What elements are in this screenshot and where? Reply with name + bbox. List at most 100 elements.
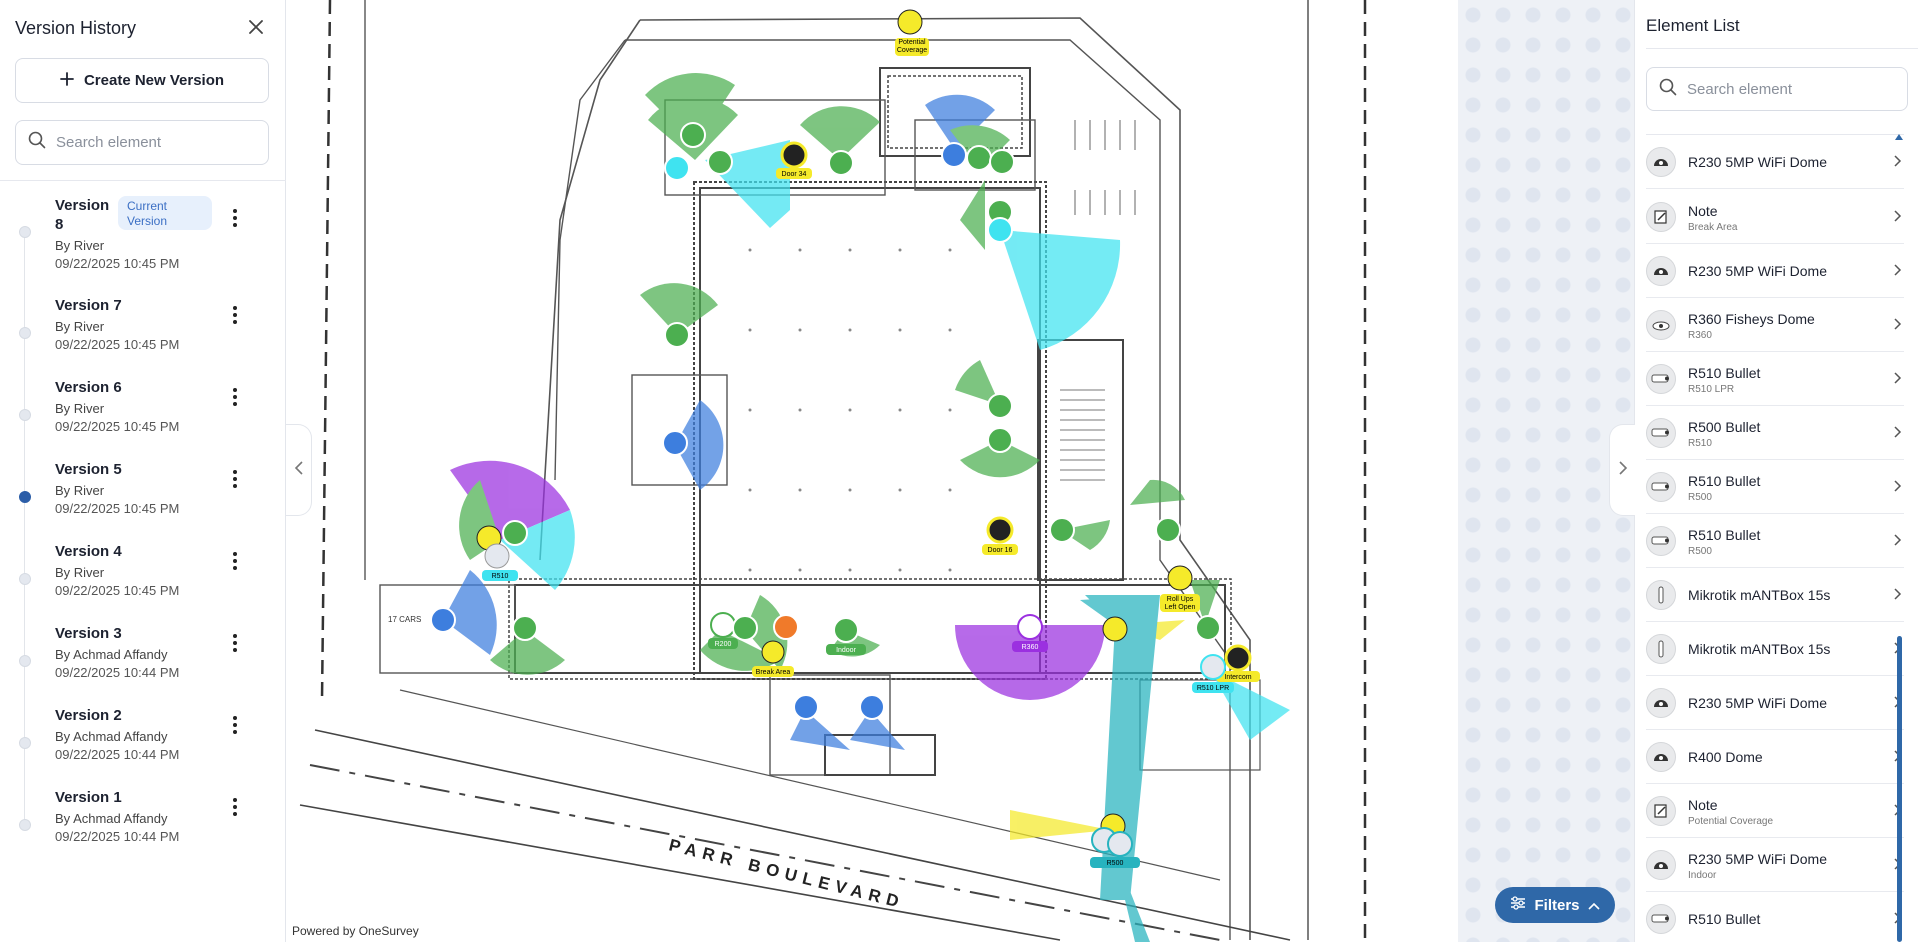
bullet-camera-icon (1646, 364, 1676, 394)
element-subtitle: Break Area (1688, 222, 1738, 233)
element-list-item[interactable]: R510 Bullet (1646, 892, 1904, 942)
version-item-4[interactable]: Version 4 By River 09/22/2025 10:45 PM (0, 543, 286, 625)
element-name: Note (1688, 203, 1718, 219)
element-list-item[interactable]: R400 Dome (1646, 730, 1904, 784)
element-name: R230 5MP WiFi Dome (1688, 154, 1828, 170)
element-list-item[interactable]: R230 5MP WiFi Dome (1646, 244, 1904, 298)
map-label-potential-coverage-2: Coverage (897, 47, 927, 54)
version-search-box (15, 120, 269, 165)
chevron-right-icon (1890, 371, 1904, 385)
version-date: 09/22/2025 10:44 PM (55, 665, 180, 680)
create-new-version-button[interactable]: Create New Version (15, 58, 269, 103)
version-item-3[interactable]: Version 3 By Achmad Affandy 09/22/2025 1… (0, 625, 286, 707)
bullet-camera-icon (1646, 526, 1676, 556)
element-list-item[interactable]: R230 5MP WiFi Dome (1646, 676, 1904, 730)
scroll-up-arrow[interactable] (1895, 128, 1903, 140)
close-icon[interactable] (245, 16, 267, 38)
more-options-icon[interactable] (225, 467, 245, 491)
element-name: R360 Fisheys Dome (1688, 311, 1815, 327)
filters-label: Filters (1534, 896, 1580, 914)
note-icon (1646, 202, 1676, 232)
version-item-2[interactable]: Version 2 By Achmad Affandy 09/22/2025 1… (0, 707, 286, 789)
element-search-input[interactable] (1687, 80, 1887, 98)
element-name: R230 5MP WiFi Dome (1688, 851, 1828, 867)
timeline-line (24, 228, 25, 828)
fisheye-camera-icon (1646, 310, 1676, 340)
chevron-right-icon (1890, 317, 1904, 331)
version-dot (19, 655, 31, 667)
element-name: Note (1688, 797, 1718, 813)
more-options-icon[interactable] (225, 206, 245, 230)
map-label-intercom: Intercom (1224, 674, 1251, 681)
collapse-left-panel-button[interactable] (286, 424, 312, 516)
version-author: By Achmad Affandy (55, 811, 168, 826)
dome-camera-icon (1646, 742, 1676, 772)
element-name: R510 Bullet (1688, 473, 1761, 489)
more-options-icon[interactable] (225, 631, 245, 655)
version-item-5[interactable]: Version 5 By River 09/22/2025 10:45 PM (0, 461, 286, 543)
element-list-item[interactable]: R230 5MP WiFi Dome (1646, 135, 1904, 189)
filters-button[interactable]: Filters (1495, 887, 1615, 923)
more-options-icon[interactable] (225, 795, 245, 819)
map-label-r510: R510 (492, 573, 509, 580)
dome-camera-icon (1646, 147, 1676, 177)
more-options-icon[interactable] (225, 385, 245, 409)
collapse-right-panel-button[interactable] (1609, 424, 1635, 516)
version-dot (19, 737, 31, 749)
version-author: By River (55, 401, 105, 416)
element-name: R230 5MP WiFi Dome (1688, 695, 1828, 711)
street-label: PARR BOULEVARD (667, 835, 906, 912)
map-label-roll-ups-2: Left Open (1165, 604, 1196, 611)
map-label-roll-ups-1: Roll Ups (1167, 596, 1194, 603)
map-label-potential-coverage-1: Potential (898, 39, 926, 46)
map-background-strip (1458, 0, 1634, 942)
element-list-item[interactable]: Mikrotik mANTBox 15s (1646, 622, 1904, 676)
note-icon (1646, 796, 1676, 826)
element-list-item[interactable]: Mikrotik mANTBox 15s (1646, 568, 1904, 622)
dome-camera-icon (1646, 688, 1676, 718)
element-name: R510 Bullet (1688, 365, 1761, 381)
plus-icon (60, 71, 74, 90)
panel-title: Version History (15, 18, 137, 38)
floor-plan-map[interactable]: PARR BOULEVARD 17 CARS Potential Coverag… (286, 0, 1458, 942)
dome-camera-icon (1646, 850, 1676, 880)
chevron-right-icon (1890, 425, 1904, 439)
element-name: R400 Dome (1688, 749, 1763, 765)
version-search-input[interactable] (56, 134, 256, 151)
map-label-r500: R500 (1107, 860, 1124, 867)
version-item-1[interactable]: Version 1 By Achmad Affandy 09/22/2025 1… (0, 789, 286, 871)
map-label-break-area: Break Area (756, 669, 791, 676)
more-options-icon[interactable] (225, 713, 245, 737)
version-date: 09/22/2025 10:45 PM (55, 583, 180, 598)
chevron-left-icon (294, 460, 304, 480)
version-author: By River (55, 483, 105, 498)
version-title: Version 6 (55, 379, 122, 396)
scrollbar-thumb[interactable] (1897, 636, 1902, 942)
device-markers: Potential Coverage Door 34 (430, 9, 1260, 868)
version-author: By River (55, 319, 105, 334)
version-dot (19, 226, 31, 238)
version-item-6[interactable]: Version 6 By River 09/22/2025 10:45 PM (0, 379, 286, 461)
element-name: Mikrotik mANTBox 15s (1688, 587, 1831, 603)
search-icon (1659, 78, 1677, 101)
chevron-right-icon (1890, 479, 1904, 493)
version-item-7[interactable]: Version 7 By River 09/22/2025 10:45 PM (0, 297, 286, 379)
more-options-icon[interactable] (225, 549, 245, 573)
version-dot (19, 327, 31, 339)
powered-by-label: Powered by OneSurvey (292, 924, 419, 938)
search-icon (28, 131, 46, 154)
element-subtitle: Potential Coverage (1688, 816, 1774, 827)
divider (0, 180, 286, 181)
version-title: Version 5 (55, 461, 122, 478)
more-options-icon[interactable] (225, 303, 245, 327)
element-name: R510 Bullet (1688, 911, 1761, 927)
